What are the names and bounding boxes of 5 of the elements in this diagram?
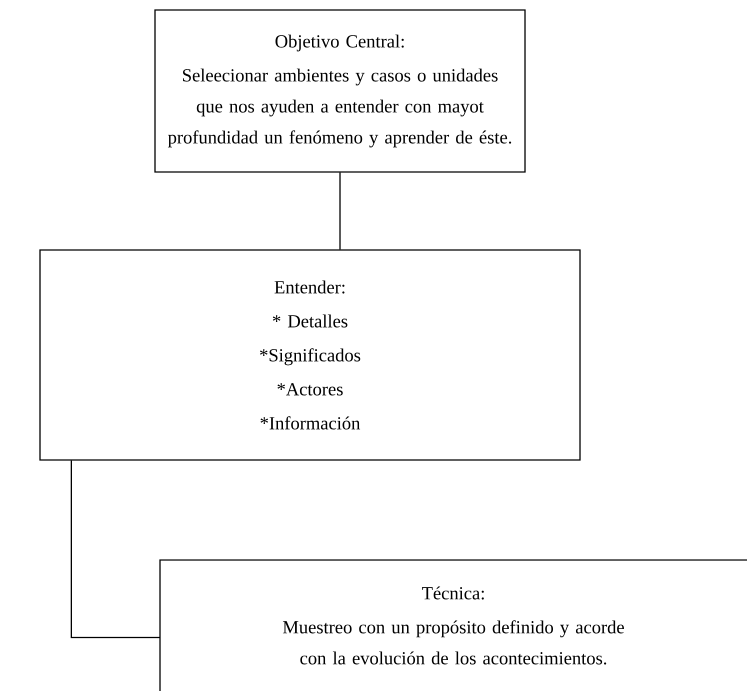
text-box: Entender: * Detalles *Significados *Actores *Información <box>39 249 581 461</box>
connector-line <box>339 172 341 250</box>
text-box: Objetivo Central: Seleecionar ambientes y casos o unidades que nos ayuden a entender con mayot profundidad un fenómeno y aprender de éste. <box>154 9 526 173</box>
connector-line <box>70 460 160 638</box>
text-box: Técnica: Muestreo con un propósito definido y acorde con la evolución de los acontecimientos. <box>159 559 747 691</box>
